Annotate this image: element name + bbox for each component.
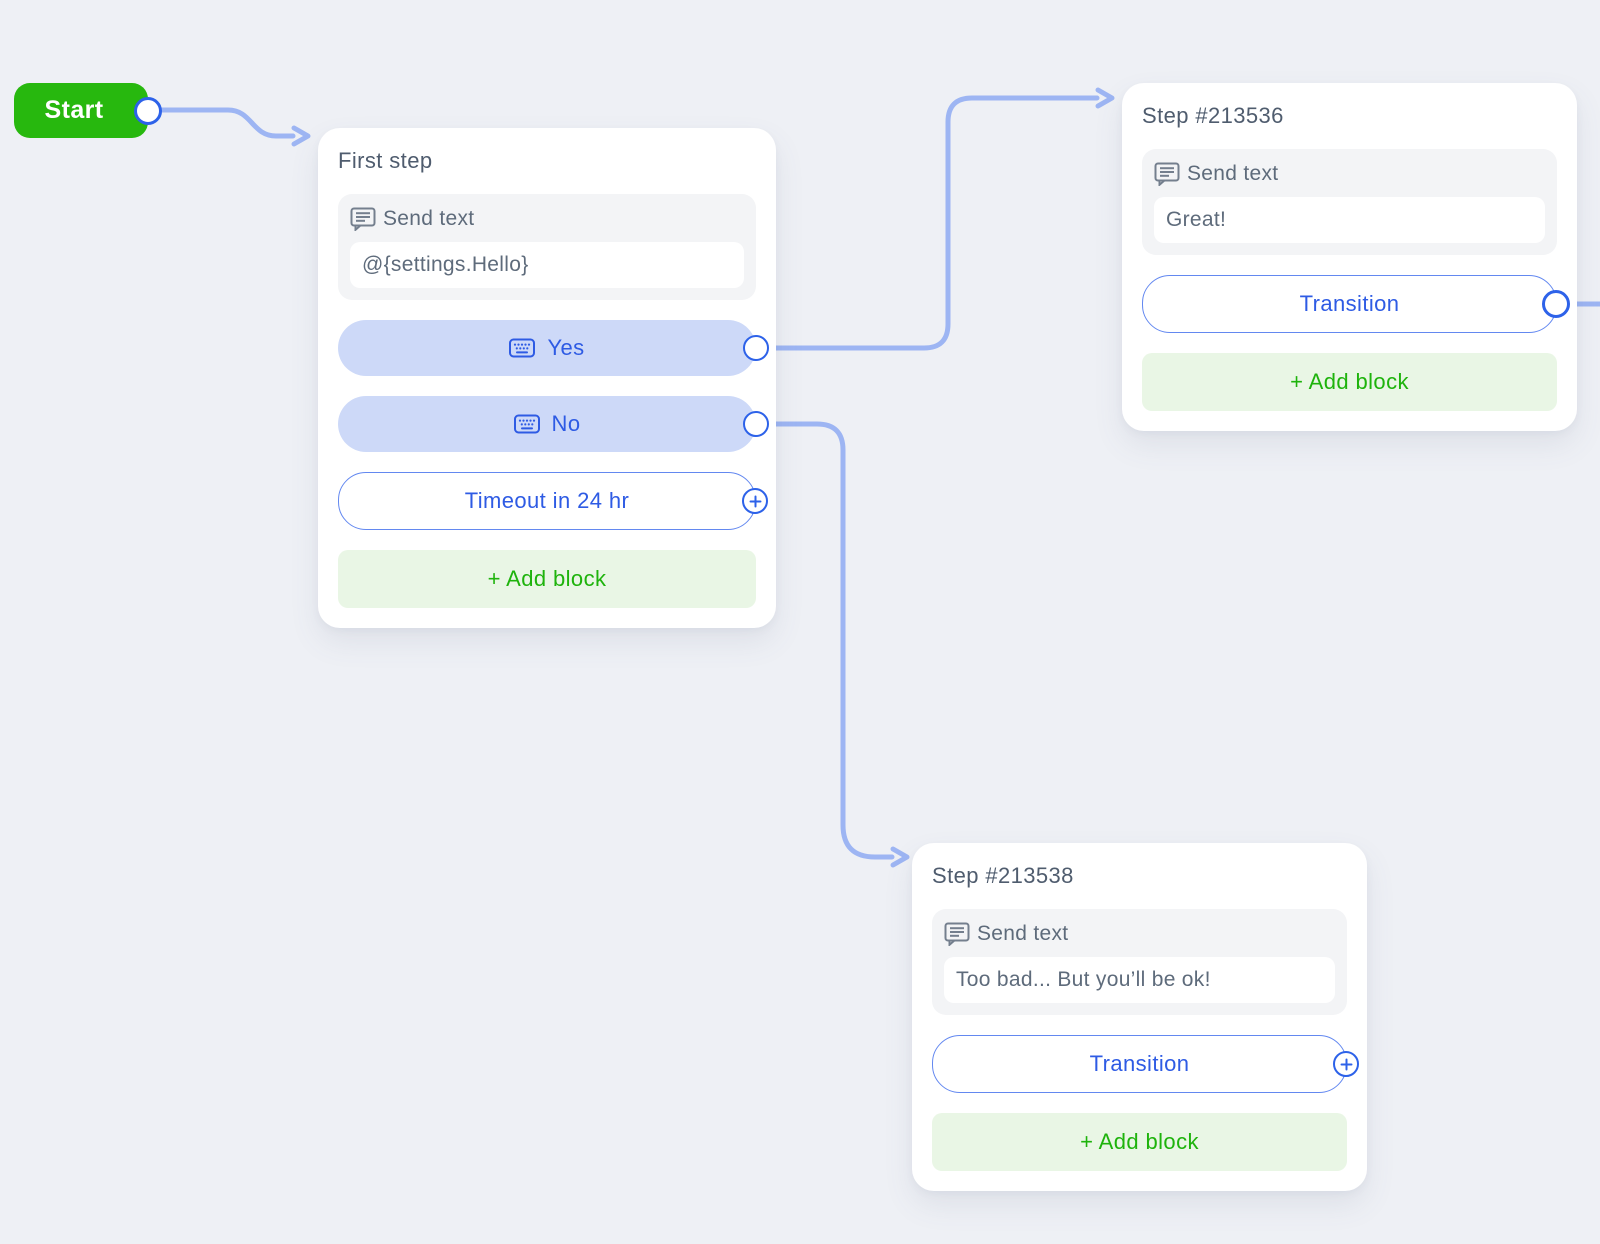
arrowhead-yes-to-step-213536	[1095, 87, 1115, 109]
keyboard-icon	[509, 338, 536, 358]
plus-icon	[749, 495, 761, 507]
add-block-button[interactable]: + Add block	[1142, 353, 1557, 411]
speech-bubble-icon	[944, 922, 970, 946]
no-output-port[interactable]	[743, 411, 769, 437]
yes-button-label: Yes	[547, 335, 585, 360]
transition-button[interactable]: Transition	[1142, 275, 1570, 333]
start-node-label: Start	[44, 96, 104, 124]
yes-button[interactable]: Yes	[338, 320, 769, 376]
arrowhead-start-to-first-step	[291, 125, 311, 147]
connector-no-to-step-213538	[767, 421, 895, 860]
transition-plus-port[interactable]	[1333, 1051, 1359, 1077]
send-text-message[interactable]: Great!	[1154, 197, 1545, 243]
step-card-first-step[interactable]: First step Send text @{settings.Hello}	[318, 128, 776, 628]
transition-button-label: Transition	[1299, 291, 1400, 316]
transition-output-port[interactable]	[1542, 290, 1570, 318]
add-block-button[interactable]: + Add block	[932, 1113, 1347, 1171]
plus-icon	[1340, 1058, 1352, 1070]
connector-start-to-first-step	[157, 107, 296, 139]
start-output-port[interactable]	[134, 96, 162, 125]
timeout-button-label: Timeout in 24 hr	[464, 488, 630, 513]
step-card-213536[interactable]: Step #213536 Send text Great! Transition…	[1122, 83, 1577, 431]
send-text-block[interactable]: Send text Too bad... But you’ll be ok!	[932, 909, 1347, 1015]
card-title: First step	[338, 148, 433, 173]
send-text-block[interactable]: Send text Great!	[1142, 149, 1557, 255]
send-text-label: Send text	[383, 207, 475, 230]
speech-bubble-icon	[350, 207, 376, 231]
card-title: Step #213536	[1142, 103, 1284, 128]
send-text-message[interactable]: @{settings.Hello}	[350, 242, 744, 288]
send-text-message[interactable]: Too bad... But you’ll be ok!	[944, 957, 1335, 1003]
send-text-label: Send text	[1187, 162, 1279, 185]
transition-button[interactable]: Transition	[932, 1035, 1359, 1093]
send-text-block[interactable]: Send text @{settings.Hello}	[338, 194, 756, 300]
add-block-button[interactable]: + Add block	[338, 550, 756, 608]
no-button[interactable]: No	[338, 396, 769, 452]
yes-output-port[interactable]	[743, 335, 769, 361]
keyboard-icon	[513, 414, 540, 434]
card-title: Step #213538	[932, 863, 1074, 888]
start-node[interactable]: Start	[14, 83, 162, 138]
connector-yes-to-step-213536	[767, 95, 1100, 351]
send-text-label: Send text	[977, 922, 1069, 945]
no-button-label: No	[551, 411, 581, 436]
transition-button-label: Transition	[1089, 1051, 1190, 1076]
timeout-plus-port[interactable]	[742, 488, 768, 514]
speech-bubble-icon	[1154, 162, 1180, 186]
timeout-button[interactable]: Timeout in 24 hr	[338, 472, 768, 530]
arrowhead-no-to-step-213538	[890, 846, 910, 868]
step-card-213538[interactable]: Step #213538 Send text Too bad... But yo…	[912, 843, 1367, 1191]
